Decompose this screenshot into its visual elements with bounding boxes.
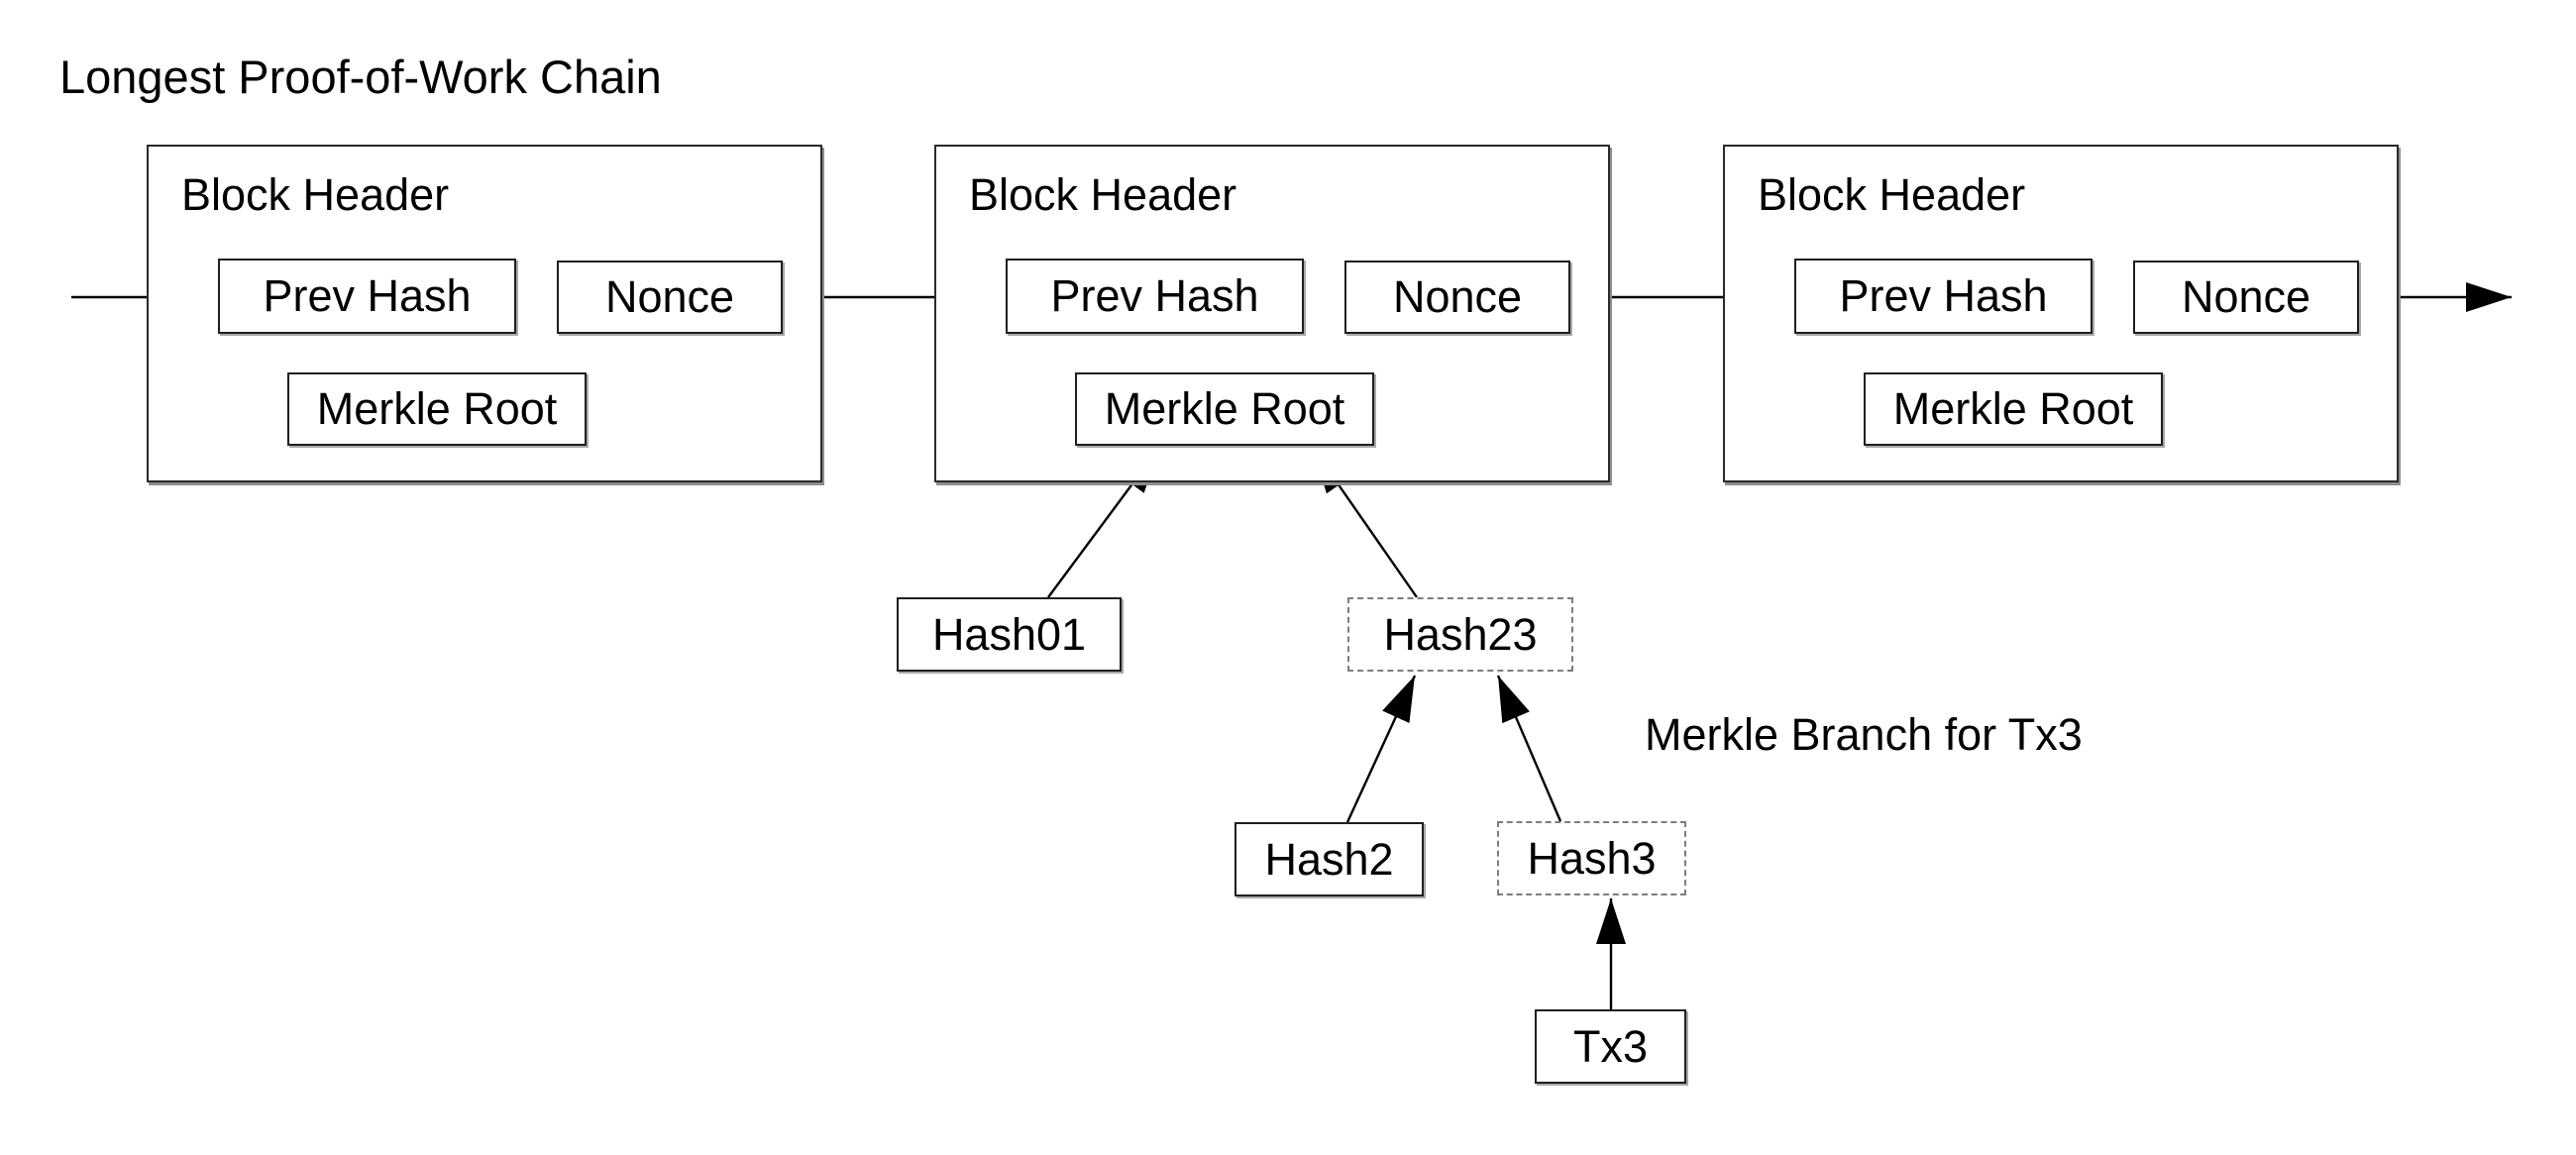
merkle-node-hash23-label: Hash23 <box>1383 608 1538 660</box>
block-1-merkle-root-box: Merkle Root <box>287 372 587 446</box>
block-3-prev-hash-label: Prev Hash <box>1839 270 2048 321</box>
merkle-node-hash3: Hash3 <box>1497 821 1686 895</box>
merkle-node-tx3: Tx3 <box>1535 1009 1686 1084</box>
block-1-merkle-root-label: Merkle Root <box>316 383 558 434</box>
block-3-nonce-label: Nonce <box>2181 271 2311 322</box>
merkle-arrow-hash2-to-hash23 <box>1345 675 1417 823</box>
merkle-node-hash3-label: Hash3 <box>1527 832 1657 884</box>
block-3-nonce-box: Nonce <box>2133 261 2359 334</box>
merkle-node-hash2: Hash2 <box>1234 822 1424 896</box>
merkle-node-hash2-label: Hash2 <box>1264 833 1394 885</box>
block-3-merkle-root-box: Merkle Root <box>1864 372 2163 446</box>
block-2-prev-hash-label: Prev Hash <box>1050 270 1259 321</box>
block-1-nonce-label: Nonce <box>604 271 735 322</box>
merkle-node-hash01: Hash01 <box>897 597 1122 672</box>
block-3-merkle-root-label: Merkle Root <box>1892 383 2134 434</box>
block-3: Block Header Prev Hash Nonce Merkle Root <box>1723 145 2399 482</box>
block-2-merkle-root-label: Merkle Root <box>1104 383 1345 434</box>
block-2-nonce-label: Nonce <box>1392 271 1523 322</box>
block-1-header-title: Block Header <box>181 169 450 220</box>
block-1-nonce-box: Nonce <box>557 261 783 334</box>
merkle-node-hash01-label: Hash01 <box>931 608 1087 660</box>
block-2-header-title: Block Header <box>969 169 1237 220</box>
merkle-node-tx3-label: Tx3 <box>1572 1020 1648 1072</box>
block-2-nonce-box: Nonce <box>1344 261 1570 334</box>
merkle-branch-caption: Merkle Branch for Tx3 <box>1645 709 2083 760</box>
block-2: Block Header Prev Hash Nonce Merkle Root <box>934 145 1610 482</box>
block-1-prev-hash-label: Prev Hash <box>263 270 472 321</box>
block-3-prev-hash-box: Prev Hash <box>1794 259 2093 334</box>
merkle-arrow-hash3-to-hash23 <box>1496 675 1562 822</box>
block-2-merkle-root-box: Merkle Root <box>1075 372 1374 446</box>
merkle-node-hash23: Hash23 <box>1347 597 1573 672</box>
block-2-prev-hash-box: Prev Hash <box>1006 259 1304 334</box>
block-3-header-title: Block Header <box>1758 169 2026 220</box>
block-1-prev-hash-box: Prev Hash <box>218 259 516 334</box>
diagram-title: Longest Proof-of-Work Chain <box>59 51 662 103</box>
block-1: Block Header Prev Hash Nonce Merkle Root <box>147 145 822 482</box>
